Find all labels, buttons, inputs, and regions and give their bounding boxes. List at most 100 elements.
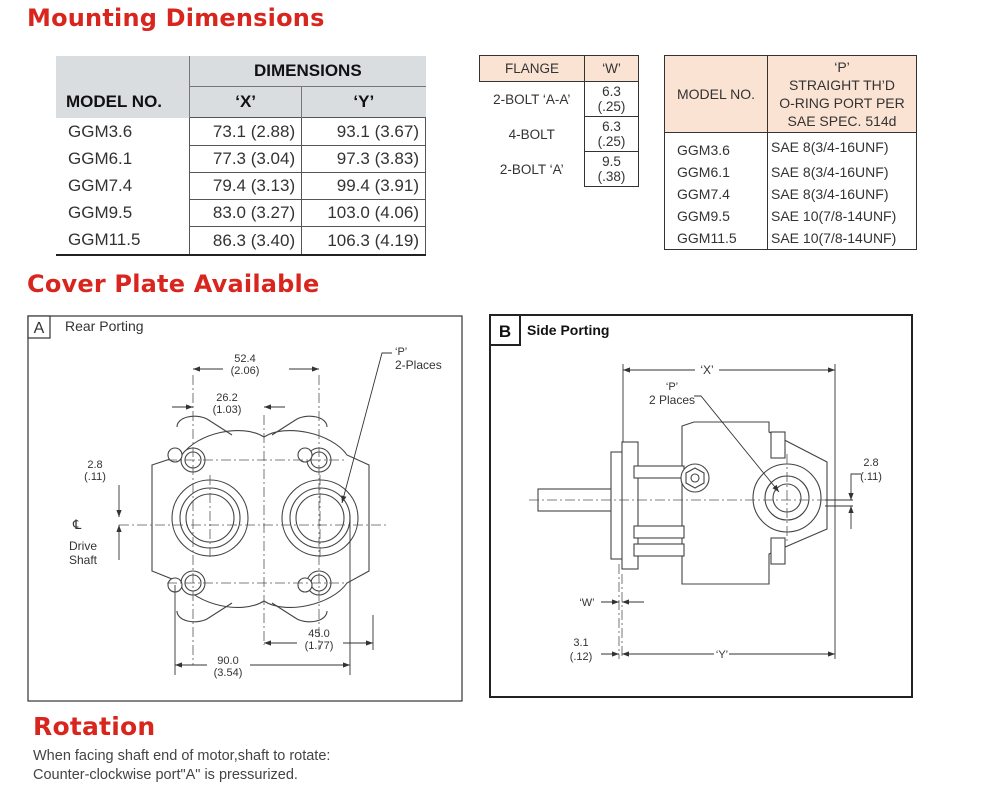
tag-box — [27, 315, 51, 339]
dim-52-label: 52.4 — [234, 353, 255, 365]
port-label: ‘P’ — [395, 346, 407, 358]
model-cell: GGM11.5 — [68, 230, 141, 250]
table-row: GGM3.6 73.1 (2.88) 93.1 (3.67) — [56, 117, 426, 146]
dim-26-inch-label: (1.03) — [213, 404, 242, 416]
view-title: Rear Porting — [65, 318, 144, 334]
table-row: GGM6.1 77.3 (3.04) 97.3 (3.83) — [56, 144, 426, 173]
center-lines — [119, 375, 387, 665]
port-cell: SAE 10(7/8-14UNF) — [767, 205, 917, 227]
rotation-line-2: Counter-clockwise port"A" is pressurized… — [33, 767, 298, 783]
dimension-lines — [601, 364, 861, 659]
w-cell: 9.5 (.38) — [584, 151, 639, 187]
port-places-label: 2-Places — [395, 358, 442, 372]
dim-52-inch-label: (2.06) — [231, 365, 260, 377]
port-places-label: 2 Places — [649, 393, 695, 407]
port-table: MODEL NO. ‘P’ STRAIGHT TH’D O-RING PORT … — [664, 55, 917, 250]
pump-body — [151, 415, 370, 623]
table-row: GGM9.5 83.0 (3.27) 103.0 (4.06) — [56, 199, 426, 228]
y-cell: 103.0 (4.06) — [301, 199, 426, 228]
dim-28-inch-label: (.11) — [860, 471, 882, 483]
dim-31-label: 3.1 — [573, 637, 588, 649]
y-cell: 97.3 (3.83) — [301, 144, 426, 173]
view-tag: A — [34, 320, 45, 337]
col-w-header: ‘W’ — [584, 55, 639, 82]
dim-26-label: 26.2 — [216, 392, 237, 404]
x-cell: 77.3 (3.04) — [189, 144, 303, 173]
flange-cell: 2-BOLT ‘A-A’ — [479, 81, 585, 117]
flange-cell: 4-BOLT — [479, 116, 585, 152]
table-row: GGM6.1 SAE 8(3/4-16UNF) — [664, 161, 917, 183]
port-header-line: SAE SPEC. 514d — [787, 113, 897, 129]
x-cell: 73.1 (2.88) — [189, 117, 303, 146]
dim-28-inch-label: (.11) — [84, 471, 106, 483]
port-cell: SAE 8(3/4-16UNF) — [767, 161, 917, 183]
model-cell: GGM11.5 — [664, 227, 768, 250]
center-lines — [529, 454, 839, 659]
model-cell: GGM6.1 — [664, 161, 768, 183]
dim-28-label: 2.8 — [863, 457, 878, 469]
flange-cell: 2-BOLT ‘A’ — [479, 151, 585, 187]
bolt-hole-icon — [297, 447, 313, 463]
model-cell: GGM3.6 — [68, 121, 133, 141]
drive-label: Drive — [69, 539, 97, 553]
y-dim-label: ‘Y’ — [716, 649, 728, 661]
rear-porting-drawing: A Rear Porting — [27, 315, 463, 702]
col-model-header: MODEL NO. — [664, 55, 768, 133]
table-row: GGM11.5 SAE 10(7/8-14UNF) — [664, 227, 917, 250]
port-cell: SAE 10(7/8-14UNF) — [767, 227, 917, 250]
bolt-hole-icon — [167, 447, 183, 463]
view-tag: B — [499, 322, 511, 341]
rotation-line-1: When facing shaft end of motor,shaft to … — [33, 748, 331, 764]
cover-plate-heading: Cover Plate Available — [27, 270, 320, 298]
x-cell: 83.0 (3.27) — [189, 199, 303, 228]
side-porting-drawing: B Side Porting — [489, 314, 913, 698]
bolt-hole-icon — [297, 577, 313, 593]
table-row: GGM7.4 SAE 8(3/4-16UNF) — [664, 183, 917, 205]
model-cell: GGM6.1 — [68, 148, 133, 168]
dim-90-inch-label: (3.54) — [214, 667, 243, 679]
col-flange-header: FLANGE — [479, 55, 585, 82]
table-row: GGM11.5 86.3 (3.40) 106.3 (4.19) — [56, 226, 426, 256]
port-header-line: O-RING PORT PER — [779, 95, 905, 111]
dim-28-label: 2.8 — [87, 459, 102, 471]
x-cell: 79.4 (3.13) — [189, 171, 303, 201]
model-cell: GGM7.4 — [664, 183, 768, 205]
mounting-dimensions-table: MODEL NO. DIMENSIONS ‘X’ ‘Y’ GGM3.6 73.1… — [56, 56, 426, 256]
centerline-symbol: ℄ — [72, 517, 82, 532]
x-dim-label: ‘X’ — [700, 363, 713, 377]
col-x-header: ‘X’ — [189, 86, 303, 118]
col-model-header: MODEL NO. — [56, 56, 191, 118]
mounting-dimensions-heading: Mounting Dimensions — [27, 4, 325, 32]
dim-45-inch-label: (1.77) — [305, 640, 334, 652]
col-y-header: ‘Y’ — [301, 86, 426, 118]
w-cell: 6.3 (.25) — [584, 81, 639, 117]
rotation-heading: Rotation — [33, 712, 156, 741]
port-label: ‘P’ — [666, 381, 678, 393]
dim-90-label: 90.0 — [217, 655, 238, 667]
y-cell: 106.3 (4.19) — [301, 226, 426, 256]
model-cell: GGM7.4 — [68, 175, 133, 195]
dimensions-group-header: DIMENSIONS — [189, 56, 426, 88]
y-cell: 99.4 (3.91) — [301, 171, 426, 201]
dimension-lines — [116, 352, 392, 675]
col-port-header: ‘P’ STRAIGHT TH’D O-RING PORT PER SAE SP… — [767, 55, 917, 133]
w-cell: 6.3 (.25) — [584, 116, 639, 152]
x-cell: 86.3 (3.40) — [189, 226, 303, 256]
table-row: 2-BOLT ‘A’ 9.5 (.38) — [479, 151, 639, 187]
table-row: 2-BOLT ‘A-A’ 6.3 (.25) — [479, 81, 639, 117]
view-title: Side Porting — [527, 322, 609, 338]
model-cell: GGM3.6 — [664, 132, 768, 161]
y-cell: 93.1 (3.67) — [301, 117, 426, 146]
w-dim-label: ‘W’ — [579, 597, 594, 609]
table-row: GGM3.6 SAE 8(3/4-16UNF) — [664, 132, 917, 161]
tag-box — [489, 314, 521, 346]
dim-31-inch-label: (.12) — [570, 651, 593, 663]
table-row: 4-BOLT 6.3 (.25) — [479, 116, 639, 152]
flange-table: FLANGE ‘W’ 2-BOLT ‘A-A’ 6.3 (.25) 4-BOLT… — [479, 55, 639, 187]
port-header-line: STRAIGHT TH’D — [788, 77, 896, 93]
port-header-line: ‘P’ — [834, 59, 850, 75]
table-row: GGM7.4 79.4 (3.13) 99.4 (3.91) — [56, 171, 426, 201]
table-row: GGM9.5 SAE 10(7/8-14UNF) — [664, 205, 917, 227]
shaft-label: Shaft — [69, 553, 98, 567]
port-cell: SAE 8(3/4-16UNF) — [767, 132, 917, 161]
